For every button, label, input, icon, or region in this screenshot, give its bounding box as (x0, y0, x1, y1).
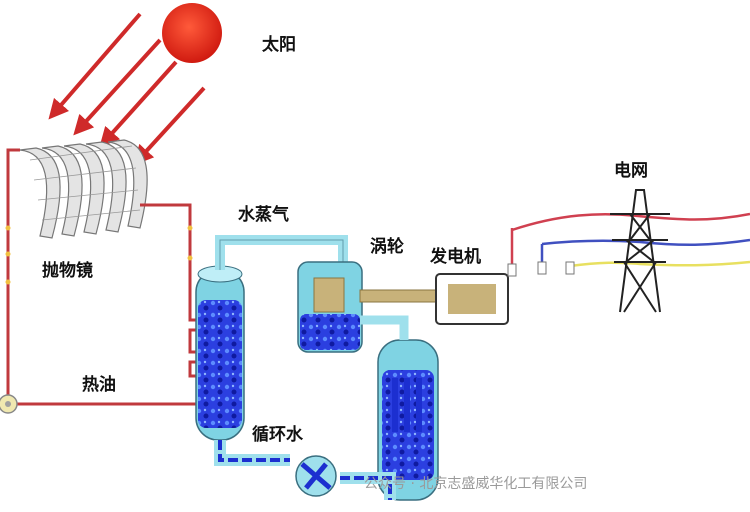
sunlight-arrow (133, 86, 206, 166)
generator-label: 发电机 (429, 246, 481, 267)
circulating-water-label: 循环水 (252, 424, 304, 445)
hot-oil-label: 热油 (82, 374, 116, 395)
insulators (507, 261, 575, 277)
turbine-rotor (313, 277, 345, 313)
mirror-label: 抛物镜 (42, 260, 93, 281)
sun (162, 3, 222, 63)
steam-label: 水蒸气 (238, 204, 289, 225)
transmission-tower (610, 189, 670, 313)
oil-pipe-markers (5, 225, 193, 285)
sunlight-arrow (73, 38, 162, 136)
mirror-absorber-tubes (29, 145, 141, 221)
turbine-vessel (297, 261, 363, 353)
power-line-yellow (569, 260, 750, 268)
mirror-trough (19, 139, 148, 239)
sunlight-arrow (48, 12, 142, 120)
condenser-vessel (377, 339, 439, 501)
oil-pump (0, 394, 18, 414)
turbine-shaft (359, 289, 439, 303)
generator (435, 273, 509, 325)
power-lines (510, 212, 750, 268)
grid-label: 电网 (614, 160, 648, 181)
boiler-vessel (195, 265, 245, 441)
water-pump (295, 455, 337, 497)
turbine-label: 涡轮 (370, 236, 404, 257)
sunlight-arrows (48, 12, 206, 166)
sun-label: 太阳 (262, 34, 296, 55)
sunlight-arrow (99, 60, 178, 148)
parabolic-mirror-array (19, 139, 148, 239)
watermark: 公众号 · 北京志盛威华化工有限公司 (364, 476, 587, 492)
oil-pipe-top-right (140, 203, 192, 300)
exhaust-pipe (360, 315, 409, 340)
oil-pipe-left (6, 148, 20, 398)
